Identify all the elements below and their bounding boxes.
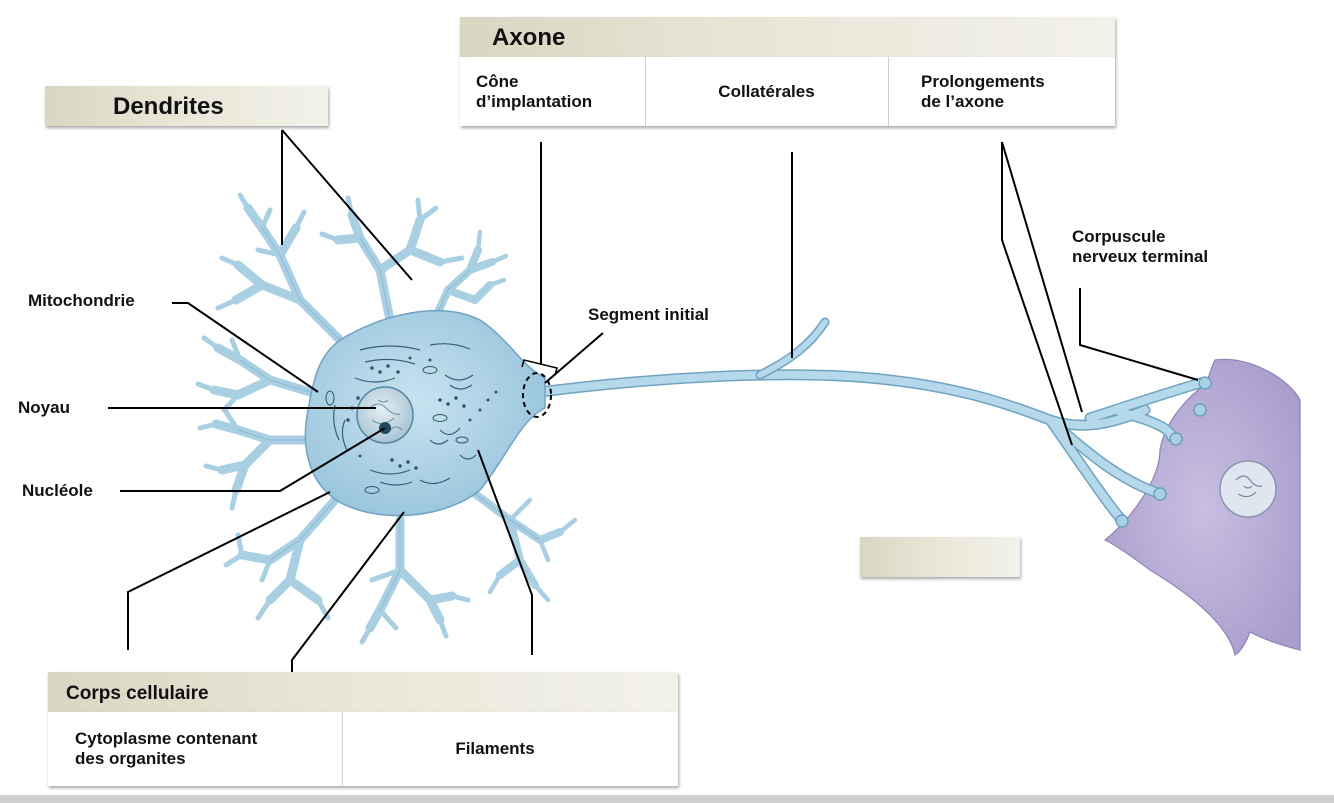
nucleus	[356, 386, 414, 444]
initial-segment-marker	[522, 372, 552, 418]
axone-cell-collaterales: Collatérales	[645, 57, 889, 126]
corps-cellulaire-title: Corps cellulaire	[66, 683, 209, 704]
corps-cellulaire-header: Corps cellulaire	[48, 672, 678, 712]
prolongements-label: Prolongements de l’axone	[921, 71, 1045, 111]
corps-cell-cytoplasme: Cytoplasme contenant des organites	[48, 712, 343, 786]
corpuscule-label: Corpuscule nerveux terminal	[1072, 227, 1209, 266]
axone-header: Axone	[460, 17, 1115, 57]
corps-cell-filaments: Filaments	[342, 712, 678, 786]
segment-initial-label: Segment initial	[588, 305, 709, 324]
target-cell	[1103, 358, 1301, 656]
noyau-label: Noyau	[18, 398, 70, 417]
cone-label: Cône d’implantation	[476, 71, 593, 111]
axone-cell-prolongements: Prolongements de l’axone	[888, 57, 1115, 126]
mitochondrie-label: Mitochondrie	[28, 291, 135, 310]
terminal-buttons	[1115, 376, 1212, 528]
axone-cell-cone: Cône d’implantation	[460, 57, 646, 126]
axone-title: Axone	[492, 24, 566, 51]
leader-lines	[108, 129, 1199, 717]
organelles	[333, 343, 477, 486]
cytoplasme-label: Cytoplasme contenant des organites	[75, 729, 258, 768]
axon-fiber	[534, 317, 1206, 524]
nucleole-label: Nucléole	[22, 481, 93, 500]
corps-cellulaire-table: Cytoplasme contenant des organites Filam…	[48, 712, 678, 786]
filaments-label: Filaments	[455, 739, 535, 758]
blank-label-box[interactable]	[860, 537, 1020, 577]
axone-table: Cône d’implantation Collatérales Prolong…	[460, 57, 1115, 126]
target-nucleus	[1219, 460, 1277, 518]
collaterales-label: Collatérales	[718, 81, 815, 101]
dendrites-title: Dendrites	[113, 93, 224, 120]
dendrites-header: Dendrites	[45, 86, 328, 126]
